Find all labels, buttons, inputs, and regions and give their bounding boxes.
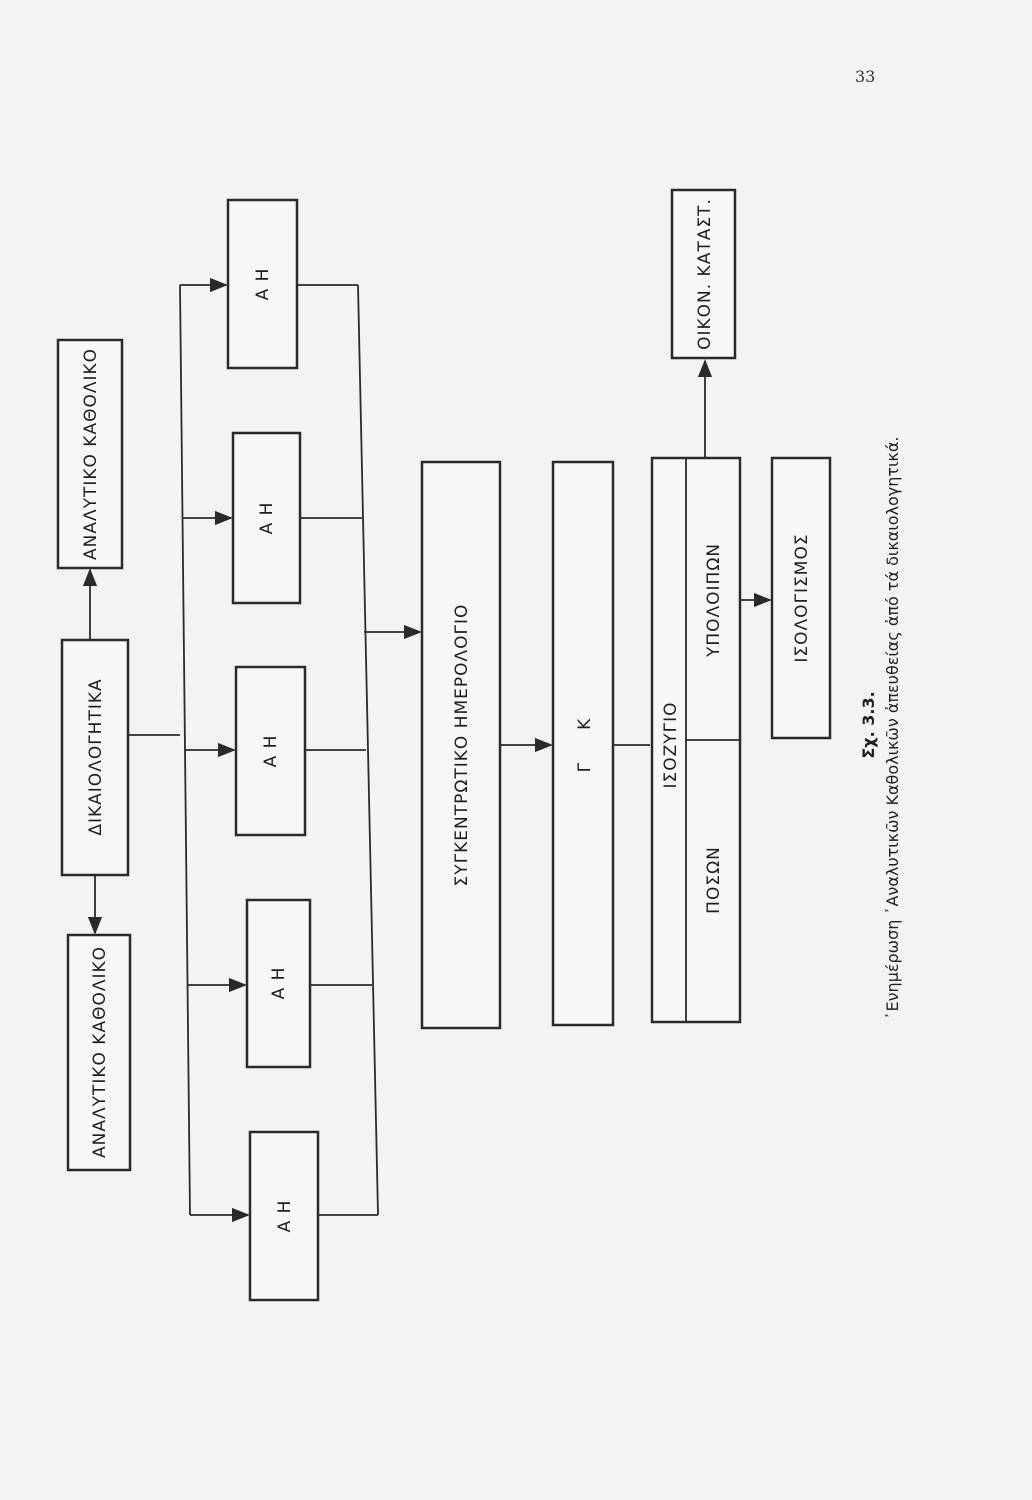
page-number: 33 <box>855 67 875 86</box>
trial-balance-amounts-label: ΠΟΣΩΝ <box>704 846 724 914</box>
analytic-ledger-top-label: ΑΝΑΛΥΤΙΚΟ ΚΑΘΟΛΙΚΟ <box>81 348 101 560</box>
aux-journal-label: Α Η <box>269 967 289 1000</box>
vouchers-label: ΔΙΚΑΙΟΛΟΓΗΤΙΚΑ <box>86 678 106 835</box>
box-aux-journal-1: Α Η <box>226 198 299 370</box>
financial-statements-label: ΟΙΚΟΝ. ΚΑΤΑΣΤ. <box>695 198 715 350</box>
figure-number: Σχ. 3.3. <box>859 691 878 758</box>
box-balance-sheet: ΙΣΟΛΟΓΙΣΜΟΣ <box>770 456 832 740</box>
box-vouchers: ΔΙΚΑΙΟΛΟΓΗΤΙΚΑ <box>60 638 130 877</box>
balance-sheet-label: ΙΣΟΛΟΓΙΣΜΟΣ <box>792 533 812 662</box>
figure-caption: ᾿Ενημέρωση ᾿Αναλυτικῶν Καθολικῶν ἀπευθεί… <box>883 437 902 1020</box>
trial-balance-balances-label: ΥΠΟΛΟΙΠΩΝ <box>704 543 724 658</box>
bus-right <box>357 284 379 1216</box>
box-analytic-ledger-bottom: ΑΝΑΛΥΤΙΚΟ ΚΑΘΟΛΙΚΟ <box>66 933 132 1172</box>
analytic-ledger-bottom-label: ΑΝΑΛΥΤΙΚΟ ΚΑΘΟΛΙΚΟ <box>90 946 110 1158</box>
general-ledger-label: Γ Κ <box>575 718 595 773</box>
aux-journal-label: Α Η <box>275 1200 295 1233</box>
box-aux-journal-3: Α Η <box>234 665 307 837</box>
box-aux-journal-4: Α Η <box>245 898 312 1069</box>
box-trial-balance: ΙΣΟΖΥΓΙΟ ΥΠΟΛΟΙΠΩΝ ΠΟΣΩΝ <box>650 456 742 1024</box>
box-summary-journal: ΣΥΓΚΕΝΤΡΩΤΙΚΟ ΗΜΕΡΟΛΟΓΙΟ <box>420 460 502 1030</box>
aux-journal-label: Α Η <box>253 268 273 301</box>
aux-journal-label: Α Η <box>261 735 281 768</box>
box-financial-statements: ΟΙΚΟΝ. ΚΑΤΑΣΤ. <box>670 188 737 360</box>
box-general-ledger: Γ Κ <box>551 460 615 1027</box>
box-aux-journal-2: Α Η <box>231 431 302 605</box>
box-aux-journal-5: Α Η <box>248 1130 320 1302</box>
aux-journal-label: Α Η <box>257 502 277 535</box>
summary-journal-label: ΣΥΓΚΕΝΤΡΩΤΙΚΟ ΗΜΕΡΟΛΟΓΙΟ <box>452 604 472 887</box>
box-analytic-ledger-top: ΑΝΑΛΥΤΙΚΟ ΚΑΘΟΛΙΚΟ <box>56 338 124 570</box>
trial-balance-label: ΙΣΟΖΥΓΙΟ <box>661 701 681 788</box>
